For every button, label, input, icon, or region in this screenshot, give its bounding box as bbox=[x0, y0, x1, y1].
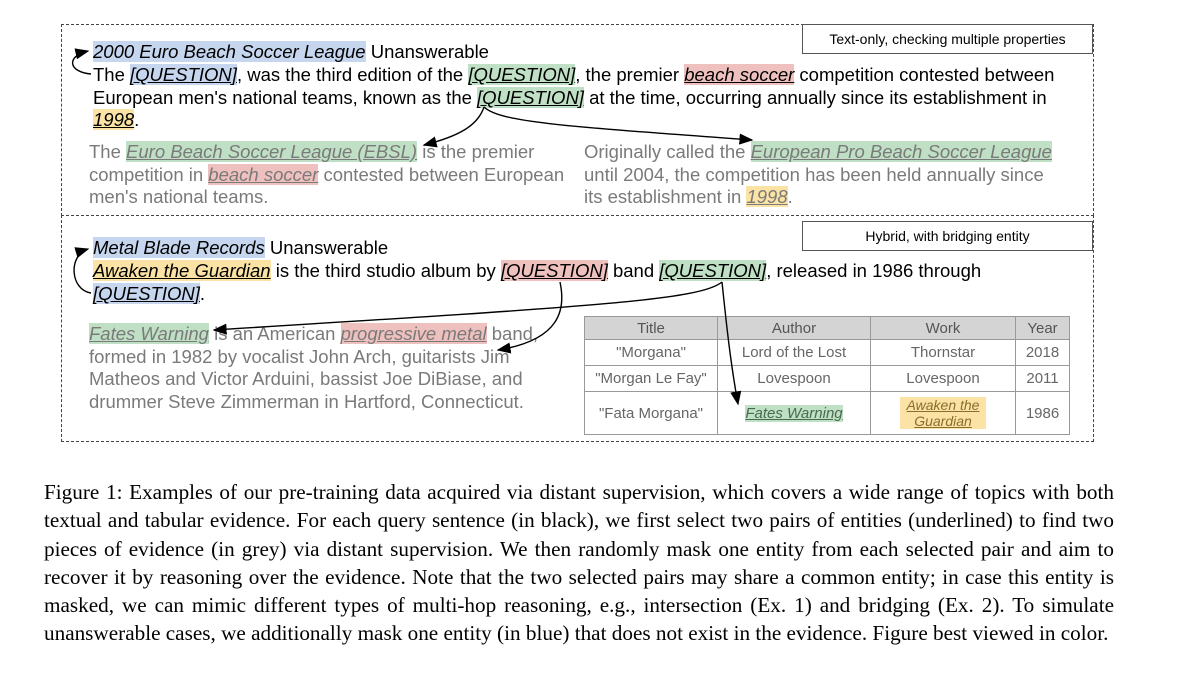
evidence-text: band, bbox=[486, 323, 539, 344]
evidence-left-line-1: The Euro Beach Soccer League (EBSL) is t… bbox=[89, 141, 534, 163]
table-cell: Fates Warning bbox=[717, 391, 871, 435]
table-cell: Thornstar bbox=[870, 339, 1016, 366]
example1-panel bbox=[61, 24, 1094, 216]
query-text: European men's national teams, known as … bbox=[93, 87, 478, 108]
entity-1998: 1998 bbox=[93, 109, 135, 130]
example1-query-line-3: 1998. bbox=[93, 109, 139, 131]
masked-question: [QUESTION] bbox=[468, 64, 576, 85]
figure-caption: Figure 1: Examples of our pre-training d… bbox=[44, 480, 1114, 646]
example1-query-line-1: The [QUESTION], was the third edition of… bbox=[93, 64, 1054, 86]
entity-progressive-metal: progressive metal bbox=[340, 323, 487, 344]
entity-fates-warning: Fates Warning bbox=[745, 404, 843, 422]
masked-question: [QUESTION] bbox=[477, 87, 584, 108]
table-row: "Fata Morgana" Fates Warning Awaken the … bbox=[584, 391, 1070, 435]
query-text: band bbox=[607, 260, 660, 281]
evidence-text: Originally called the bbox=[584, 141, 751, 162]
entity-1998: 1998 bbox=[746, 186, 788, 207]
example2-unanswerable-line: Metal Blade Records Unanswerable bbox=[93, 237, 388, 259]
evidence-text: is an American bbox=[208, 323, 341, 344]
table-cell: 1986 bbox=[1015, 391, 1070, 435]
evidence-table: Title Author Work Year "Morgana" Lord of… bbox=[584, 316, 1070, 435]
evidence-text: The bbox=[89, 141, 127, 162]
entity-beach-soccer: beach soccer bbox=[208, 164, 319, 185]
evidence-left-line-3: men's national teams. bbox=[89, 186, 269, 207]
masked-question: [QUESTION] bbox=[130, 64, 237, 85]
evidence-text: is the premier bbox=[417, 141, 535, 162]
table-cell: Lovespoon bbox=[870, 365, 1016, 392]
table-header: Title bbox=[584, 316, 718, 340]
evidence-right-line-2: until 2004, the competition has been hel… bbox=[584, 164, 1044, 185]
example2-query-line-2: [QUESTION]. bbox=[93, 283, 205, 305]
evidence-right-line-1: Originally called the European Pro Beach… bbox=[584, 141, 1052, 163]
query-text: , released in 1986 through bbox=[766, 260, 982, 281]
evidence-text-line-2: formed in 1982 by vocalist John Arch, gu… bbox=[89, 346, 510, 367]
evidence-text-line-4: drummer Steve Zimmerman in Hartford, Con… bbox=[89, 391, 524, 412]
masked-question: [QUESTION] bbox=[659, 260, 767, 281]
evidence-text: . bbox=[787, 186, 793, 207]
entity-awaken-the-guardian: Awaken the Guardian bbox=[900, 396, 986, 429]
table-cell: Lovespoon bbox=[717, 365, 871, 392]
table-cell: Awaken the Guardian bbox=[870, 391, 1016, 435]
table-cell: "Fata Morgana" bbox=[584, 391, 718, 435]
entity-awaken-the-guardian: Awaken the Guardian bbox=[93, 260, 271, 281]
example1-tag: Text-only, checking multiple properties bbox=[802, 24, 1093, 54]
unanswerable-label: Unanswerable bbox=[269, 237, 389, 258]
query-text: , was the third edition of the bbox=[236, 64, 469, 85]
table-cell: 2018 bbox=[1015, 339, 1070, 366]
query-text: , the premier bbox=[575, 64, 685, 85]
evidence-text: competition in bbox=[89, 164, 209, 185]
table-row: "Morgana" Lord of the Lost Thornstar 201… bbox=[584, 339, 1070, 366]
table-header-row: Title Author Work Year bbox=[584, 316, 1070, 340]
evidence-text: its establishment in bbox=[584, 186, 747, 207]
entity-beach-soccer: beach soccer bbox=[684, 64, 795, 85]
evidence-text: contested between European bbox=[318, 164, 565, 185]
unanswerable-label: Unanswerable bbox=[370, 41, 489, 62]
evidence-left-line-2: competition in beach soccer contested be… bbox=[89, 164, 564, 186]
example2-query-line-1: Awaken the Guardian is the third studio … bbox=[93, 260, 981, 282]
example1-query-line-2: European men's national teams, known as … bbox=[93, 87, 1047, 109]
example1-unanswerable-line: 2000 Euro Beach Soccer League Unanswerab… bbox=[93, 41, 489, 63]
query-text: . bbox=[199, 283, 206, 304]
evidence-right-line-3: its establishment in 1998. bbox=[584, 186, 793, 208]
table-header: Year bbox=[1015, 316, 1070, 340]
table-cell: 2011 bbox=[1015, 365, 1070, 392]
evidence-text-line-3: Matheos and Victor Arduini, bassist Joe … bbox=[89, 368, 523, 389]
unanswerable-entity: 2000 Euro Beach Soccer League bbox=[93, 41, 366, 62]
example2-panel bbox=[61, 215, 1094, 442]
entity-european-pro-beach-soccer-league: European Pro Beach Soccer League bbox=[750, 141, 1052, 162]
query-text: competition contested between bbox=[794, 64, 1055, 85]
table-row: "Morgan Le Fay" Lovespoon Lovespoon 2011 bbox=[584, 365, 1070, 392]
table-cell: "Morgana" bbox=[584, 339, 718, 366]
example2-tag: Hybrid, with bridging entity bbox=[802, 221, 1093, 251]
evidence-text-line-1: Fates Warning is an American progressive… bbox=[89, 323, 538, 345]
query-text: The bbox=[93, 64, 131, 85]
query-text: is the third studio album by bbox=[270, 260, 501, 281]
query-text: . bbox=[134, 109, 140, 130]
entity-ebsl: Euro Beach Soccer League (EBSL) bbox=[126, 141, 418, 162]
unanswerable-entity: Metal Blade Records bbox=[93, 237, 265, 258]
masked-question: [QUESTION] bbox=[500, 260, 608, 281]
table-cell: Lord of the Lost bbox=[717, 339, 871, 366]
table-cell: "Morgan Le Fay" bbox=[584, 365, 718, 392]
query-text: at the time, occurring annually since it… bbox=[583, 87, 1047, 108]
table-header: Work bbox=[870, 316, 1016, 340]
masked-question: [QUESTION] bbox=[93, 283, 200, 304]
entity-fates-warning: Fates Warning bbox=[89, 323, 209, 344]
table-header: Author bbox=[717, 316, 871, 340]
